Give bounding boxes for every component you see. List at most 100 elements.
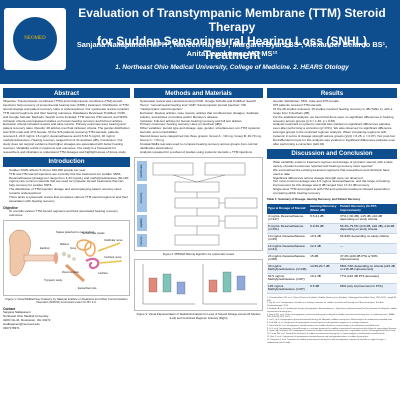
label-cochlear-nerve: Cochlear nerve: [104, 255, 122, 259]
table-cell: 12 mg/mL Dexamethasone (n=41): [267, 243, 310, 254]
label-tympanic-cavity: Tympanic cavity: [44, 278, 63, 282]
table-row: 40 mg/mL Methylprednisolone (n=146)14.69…: [267, 263, 397, 274]
ear-anatomy-diagram: Stapes (attached to oval window) Semicir…: [9, 229, 123, 290]
reference-item: 1. Chandrasekhar SS, et al. Clinical Pra…: [267, 296, 397, 302]
left-column: Abstract Objective: Transtympanic membra…: [3, 88, 130, 397]
reference-item: 8. Li H, et al. Intratympanic steroid th…: [267, 327, 397, 330]
right-column: Results Gender distribution: 53%, male a…: [267, 88, 397, 397]
table-cell: 56%-74% depending on criteria (≥15 dB or…: [339, 263, 397, 274]
reference-item: 6. Park MK, et al. Comparison of intraty…: [267, 322, 369, 325]
statistical-analysis-figure: [134, 259, 263, 312]
results-bullets: Gender distribution: 53%, male and 47% f…: [267, 99, 397, 147]
figure1-caption: Figure 1: Outer/Middle/Inner Anatomy by …: [5, 296, 128, 305]
results-bullet: Analysis restricted to systemic steroids…: [273, 122, 397, 146]
introduction-bullet: Dexamethasone (dosage per range from 4-2…: [9, 176, 130, 189]
table-cell: 10.4 dB: [309, 273, 340, 284]
references: 1. Chandrasekhar SS, et al. Clinical Pra…: [267, 297, 397, 345]
prisma-eligibility: Eligibility: [140, 217, 143, 227]
discussion-bullet: Our most common dosage was 4-5 mg/mL dex…: [273, 180, 397, 188]
methods-bullet: Exclusion: Review articles, case reports…: [140, 111, 263, 120]
table-cell: 6.9-30 dB: [309, 223, 340, 234]
reference-item: 11. Han X, et al. Comparison of intratym…: [267, 336, 369, 338]
ear-anatomy-figure: Stapes (attached to oval window) Semicir…: [3, 219, 130, 296]
figure3-caption: Figure 3: Visual Representation of Stati…: [136, 312, 261, 320]
table1-title: Table 1: Summary of Dosage, Hearing Reco…: [267, 197, 361, 202]
poster-title: Evaluation of Transtympanic Membrane (TT…: [70, 6, 394, 62]
introduction-bullet: Sudden SNHL affects 5-20 per 100,000 peo…: [9, 168, 130, 173]
results-bullet: For the statistical analysis, we found t…: [273, 115, 397, 124]
reference-item: 7. Garavello W, et al. Intratympanic ste…: [267, 324, 380, 327]
methods-bullet: Analysis repeated for a subset of studie…: [140, 150, 263, 155]
discussion-heading: Discussion and Conclusion: [267, 148, 397, 159]
contact-line: Northeast Ohio Medical University: [3, 314, 49, 319]
logo-text: NEOMED: [24, 36, 46, 41]
table-cell: 4 mg/mL Dexamethasone (n=147): [267, 213, 310, 224]
label-incus: Incus: [70, 246, 77, 250]
contact-line: 3307178371: [3, 325, 20, 330]
reference-item: 9. Spear SA, Schwartz SR. Intratympanic …: [267, 330, 396, 333]
table-cell: 37% (>30 dB), ≥15 dB, ≥10 dB depending o…: [339, 213, 397, 224]
contact-line: snallapaneni@neomed.edu: [3, 321, 40, 326]
prisma-screening: Screening: [140, 192, 143, 203]
author-list: Sanjana Nallapaneni MPH¹, Naveen Raj BS¹…: [70, 40, 394, 58]
discussion-bullets: Wide variability exists in treatment reg…: [267, 160, 397, 196]
reference-item: 4. Rauch SD, et al. Oral vs intratympani…: [267, 313, 395, 319]
table-row: 12 mg/mL Dexamethasone (n=41)12.2 dB—: [267, 243, 397, 254]
table-cell: —: [339, 243, 397, 254]
table-header-cell: Hearing Recovery (Mean dB): [309, 204, 340, 214]
objective-bullets: To compile various TTM steroid regimens …: [3, 209, 130, 218]
table-cell: 5 mg/mL Dexamethasone (n=101): [267, 223, 310, 234]
objective-item: To compile various TTM steroid regimens …: [9, 209, 130, 218]
table-cell: 37.2% (≥20 dB PTA or 50% improvement): [339, 253, 397, 264]
table-cell: 56.4%-79.5% (≥10 dB, ≥20 dB), ≥10 dB dep…: [339, 223, 397, 234]
abstract-text: Objective: Transtympanic membrane (TTM) …: [3, 99, 130, 154]
methods-bullet: Steroid doses were categorized into thre…: [140, 134, 263, 143]
table-cell: 15 dB: [309, 253, 340, 264]
table-cell: 24 mg/mL Dexamethasone (n=88): [267, 253, 310, 264]
neomed-logo: NEOMED: [4, 8, 66, 70]
contact-line: Sanjana Nallapaneni: [3, 310, 31, 315]
boxplot-diagram: [142, 264, 257, 305]
reference-item: 2. Ng JH, et al. Intratympanic steroids …: [267, 302, 384, 308]
table-header-cell: Type & Dosage of Steroid: [267, 204, 310, 214]
label-eustachian-tube: Eustachian tube: [78, 286, 97, 290]
title-line-1: Evaluation of Transtympanic Membrane (TT…: [78, 6, 386, 34]
middle-column: Methods and Materials Systematic review …: [134, 88, 263, 397]
results-bullet: 976 patients received TTM steroids: [273, 103, 397, 108]
authors-line-2: Anita Jeyakumar MD MS¹²: [186, 49, 278, 58]
label-cochlea: Cochlea: [98, 271, 108, 275]
table-cell: 10 mg/mL Dexamethasone (n=25): [267, 233, 310, 244]
prisma-flowchart: Identification Screening Eligibility Inc…: [134, 156, 263, 251]
contact-line: 4209 OH-44, Rootstown, OH 44272: [3, 318, 51, 323]
reference-item: 10. Crane RA, et al. Steroids for treatm…: [267, 333, 385, 336]
table-cell: 125 mg/mL Methylprednisolone (n=87): [267, 283, 310, 294]
label-semicircular-canals: Semicircular canals: [82, 231, 105, 235]
results-heading: Results: [267, 88, 397, 98]
affiliation: 1. Northeast Ohio Medical University, Co…: [115, 64, 349, 71]
results-bullet: Gender distribution: 53%, male and 47% f…: [273, 99, 397, 104]
introduction-bullets: Sudden SNHL affects 5-20 per 100,000 peo…: [3, 168, 130, 204]
table-cell: 54-94% depending on study criteria: [339, 233, 397, 244]
label-round-window: Round window: [62, 270, 79, 274]
discussion-bullet: Wide variability exists in treatment reg…: [273, 160, 397, 169]
label-vestibular-nerve: Vestibular nerve: [104, 238, 123, 242]
label-eardrum: Eardrum: [40, 246, 50, 250]
results-bullet: Of the 28 studies reviewed, 15 studies r…: [273, 107, 397, 116]
prisma-included: Included: [140, 236, 143, 246]
table-row: 62.5 mg/mL Methylprednisolone (n=87)10.4…: [267, 273, 397, 284]
objective-heading: Objective: [3, 205, 18, 210]
methods-heading: Methods and Materials: [134, 88, 263, 98]
label-stapes: Stapes (attached to oval window): [56, 230, 94, 234]
table-cell: 8.5-41 dB: [309, 213, 340, 224]
methods-bullet: Other variables: steroid type and dosage…: [140, 126, 263, 135]
discussion-bullet: We summarized the existing treatment reg…: [273, 168, 397, 177]
label-malleus: Malleus: [60, 242, 70, 246]
table-cell: 77% (≥10 dB PTA decrease): [339, 273, 397, 284]
